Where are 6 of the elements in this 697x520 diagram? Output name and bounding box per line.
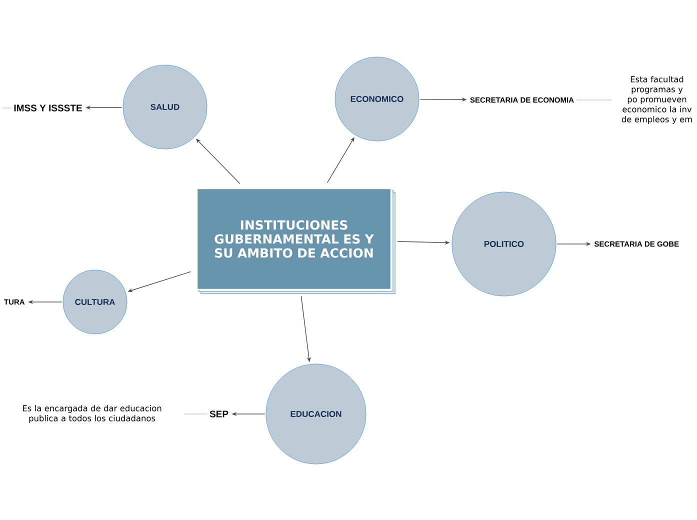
arrow [326,137,354,184]
note-text: Es la encargada de dar educacion publica a todos los ciudadanos [22,405,162,423]
institution-label: SEP [210,410,228,418]
institution-label: IMSS Y ISSSTE [14,104,82,112]
title-box: INSTITUCIONES GUBERNAMENTAL ES Y SU AMBITO DE ACCION [196,188,396,294]
note-text: Esta facultad programas y po promueven economico la inv de empleos y em [622,76,692,124]
